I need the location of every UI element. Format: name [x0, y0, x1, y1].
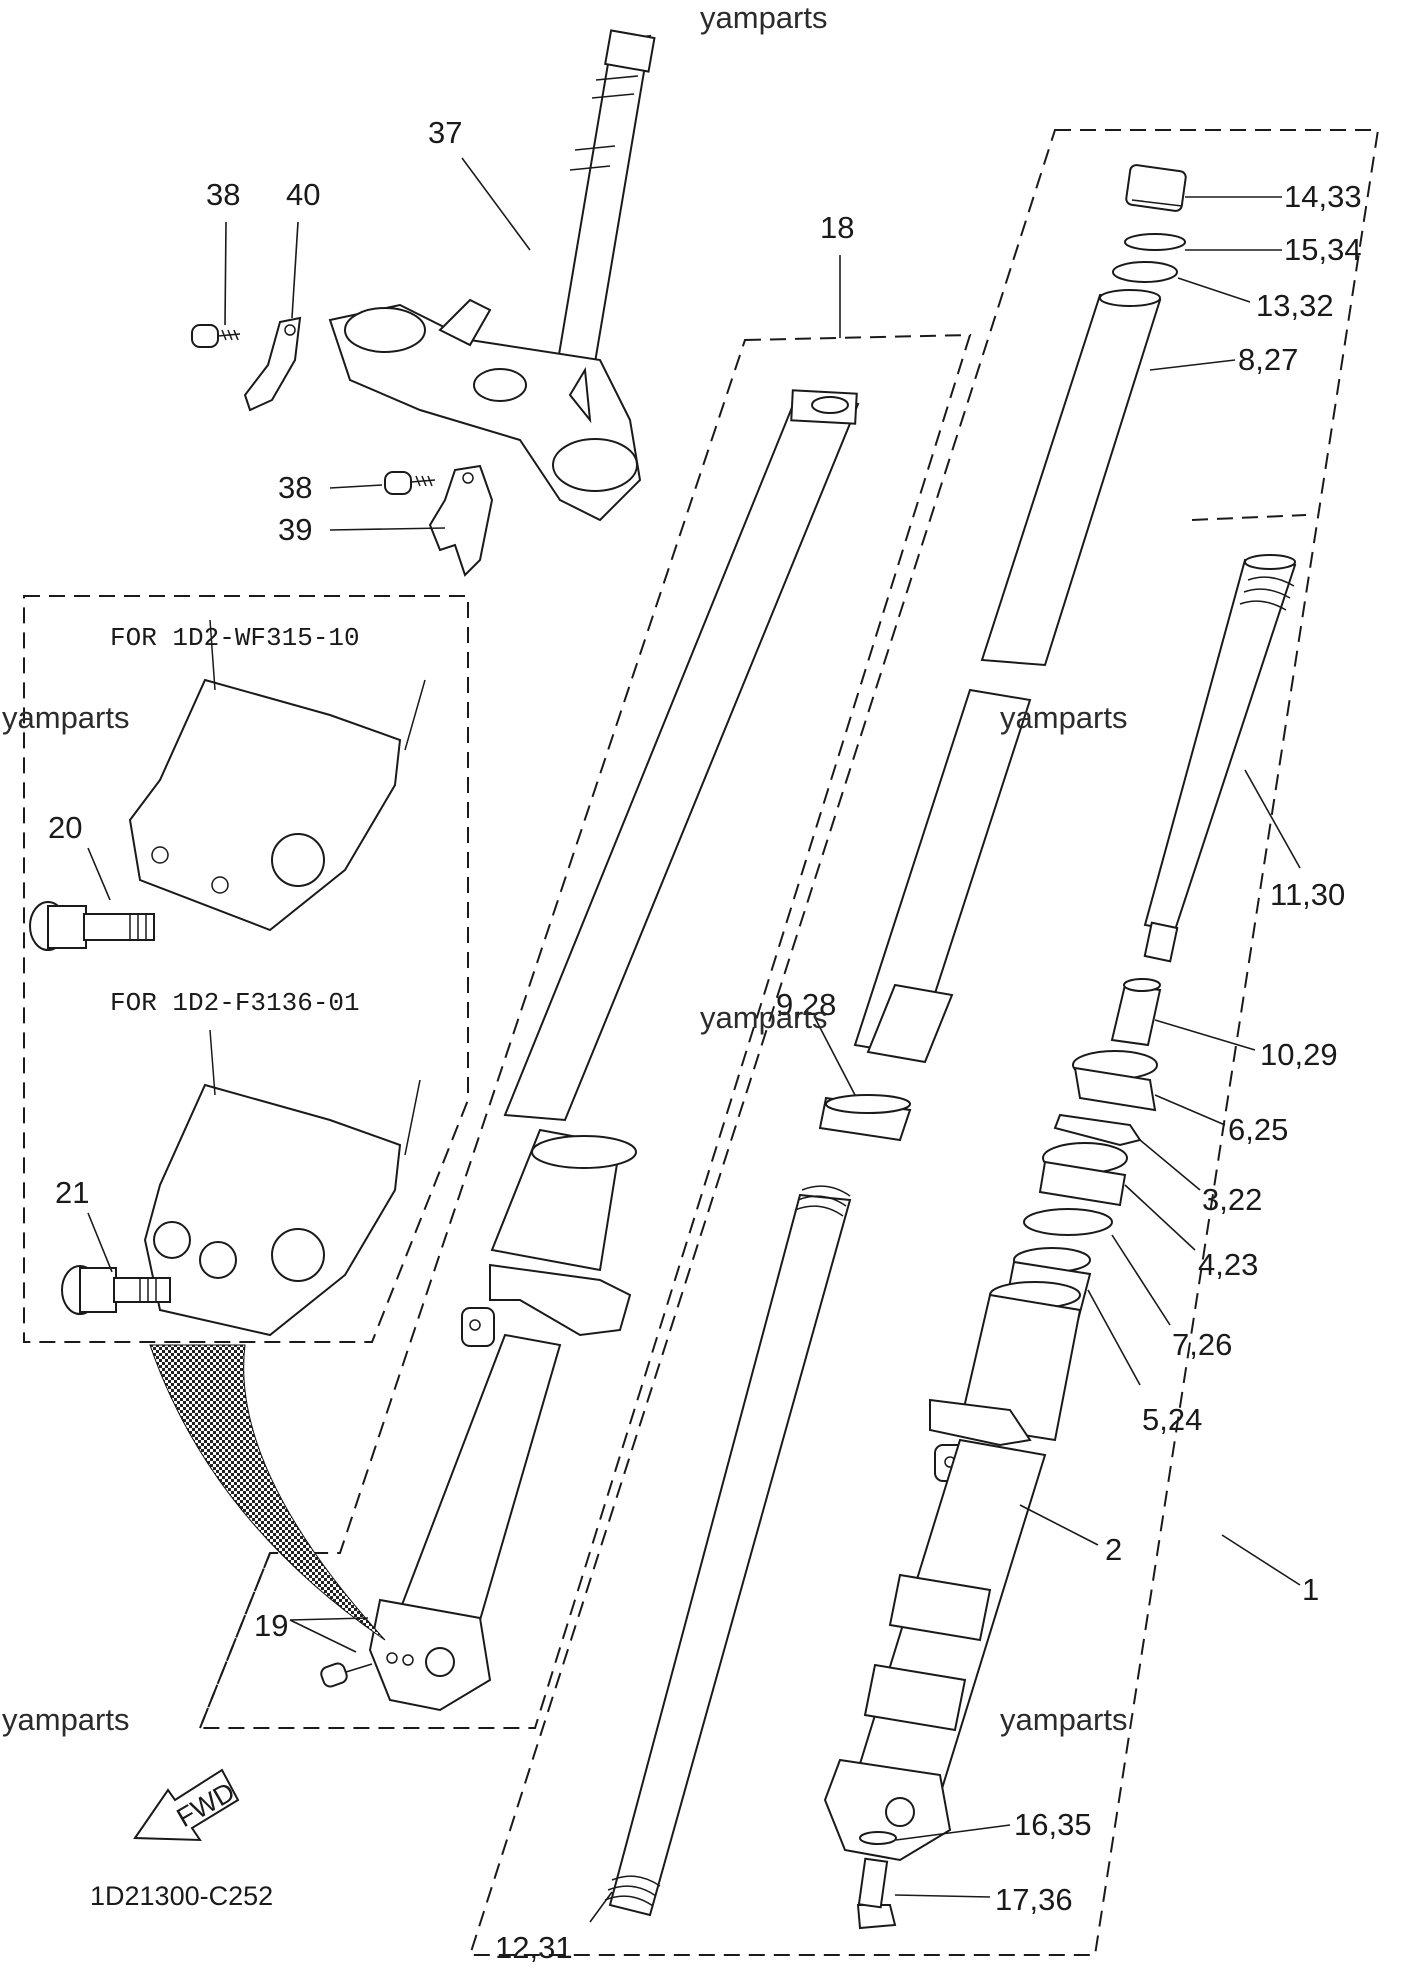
inset-pointer-wedge [149, 1344, 386, 1641]
bracket-40 [243, 316, 302, 412]
inset-outline [23, 595, 469, 1343]
callout-2: 2 [1105, 1532, 1122, 1567]
callout-18: 18 [820, 210, 854, 245]
inset-variant-a-part [128, 619, 426, 932]
callout-12-31: 12,31 [495, 1930, 573, 1965]
group-outline-1 [468, 129, 1380, 1956]
group-outline-19 [199, 1552, 271, 1729]
callout-17-36: 17,36 [995, 1882, 1073, 1917]
leader-lines [87, 157, 1301, 1923]
callout-37: 37 [428, 115, 462, 150]
steering-stem [550, 29, 656, 398]
callout-15-34: 15,34 [1284, 232, 1362, 267]
callout-5-24: 5,24 [1142, 1402, 1202, 1437]
cap-bolt-14-33 [1125, 164, 1187, 212]
outer-tube-left [368, 1128, 637, 1712]
callout-38-upper: 38 [206, 177, 240, 212]
bolt-17-36 [856, 1857, 897, 1930]
inner-tube-left [503, 389, 860, 1122]
watermarks: yamparts yamparts yamparts yamparts yamp… [2, 0, 1127, 1737]
callout-labels: 37 38 40 38 39 18 14,33 15,34 13,32 8,27… [48, 115, 1362, 1965]
sleeve-9-28 [818, 1094, 912, 1142]
outer-tube-2 [823, 1281, 1082, 1862]
callout-11-30: 11,30 [1270, 877, 1345, 912]
washer-16-35 [859, 1831, 897, 1845]
callout-38-lower: 38 [278, 470, 312, 505]
callout-8-27: 8,27 [1238, 342, 1298, 377]
callout-6-25: 6,25 [1228, 1112, 1288, 1147]
inset-bolt-21 [61, 1265, 171, 1315]
callout-40: 40 [286, 177, 320, 212]
bracket-39 [428, 464, 494, 577]
callout-13-32: 13,32 [1256, 288, 1334, 323]
washer-13-32 [1112, 261, 1178, 283]
watermark-left-bottom: yamparts [2, 1702, 129, 1737]
spacer-8-27 [980, 289, 1162, 667]
group-outline-18 [198, 333, 972, 1729]
watermark-right-mid: yamparts [1000, 700, 1127, 735]
watermark-center: yamparts [700, 1000, 827, 1035]
callout-39: 39 [278, 512, 312, 547]
callout-7-26: 7,26 [1172, 1327, 1232, 1362]
callout-21: 21 [55, 1175, 89, 1210]
inset-title-variant-a: FOR 1D2-WF315-10 [110, 623, 360, 653]
washer-7-26 [1023, 1208, 1113, 1236]
group-outline-11 [1191, 514, 1307, 521]
callout-14-33: 14,33 [1284, 179, 1362, 214]
watermark-right-bottom: yamparts [1000, 1702, 1127, 1737]
bolt-38-lower [384, 471, 436, 495]
o-ring-15-34 [1124, 233, 1186, 251]
fwd-arrow-icon: FWD [133, 1768, 240, 1842]
under-bracket [328, 298, 642, 522]
oil-seal-4-23 [1038, 1142, 1128, 1207]
callout-16-35: 16,35 [1014, 1807, 1092, 1842]
damper-rod-11-30 [1143, 554, 1297, 963]
inset-title-variant-b: FOR 1D2-F3136-01 [110, 988, 360, 1018]
callout-19: 19 [254, 1608, 288, 1643]
callout-1: 1 [1302, 1572, 1319, 1607]
callout-10-29: 10,29 [1260, 1037, 1338, 1072]
fork-spring-12-31 [604, 1185, 852, 1917]
callout-3-22: 3,22 [1202, 1182, 1262, 1217]
spacer-lower-section [853, 688, 1032, 1064]
dust-seal-6-25 [1072, 1050, 1158, 1112]
inset-variant-b-part [143, 1029, 421, 1337]
clip-3-22 [1053, 1113, 1142, 1147]
diagram-code: 1D21300-C252 [90, 1881, 273, 1911]
callout-20: 20 [48, 810, 82, 845]
callout-9-28: 9,28 [776, 987, 836, 1022]
bolt-19 [320, 1652, 414, 1688]
seat-10-29 [1110, 978, 1162, 1047]
watermark-top: yamparts [700, 0, 827, 35]
callout-4-23: 4,23 [1198, 1247, 1258, 1282]
inset-bolt-20 [29, 901, 155, 951]
bolt-38-upper [191, 324, 241, 348]
watermark-left-mid: yamparts [2, 700, 129, 735]
